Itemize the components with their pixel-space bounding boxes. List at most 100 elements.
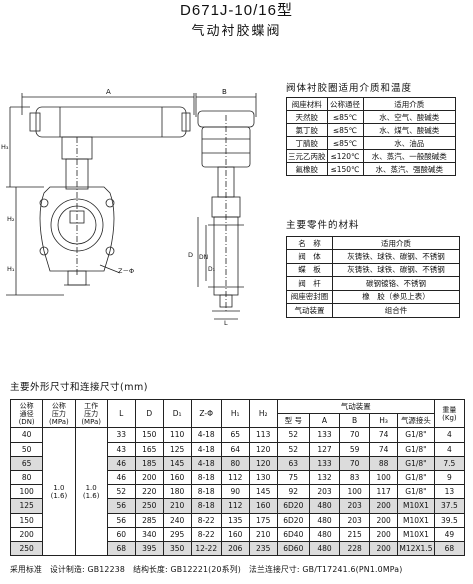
table-cell: ≤85℃ <box>326 110 364 124</box>
table-cell: 气动装置 <box>286 303 333 318</box>
title-block: D671J-10/16型 气动衬胶蝶阀 <box>0 2 473 41</box>
pressure-value: 1.0 <box>85 483 97 492</box>
table-cell: 480 <box>308 498 341 514</box>
table-cell: 175 <box>248 512 278 528</box>
table-cell: 203 <box>339 512 371 528</box>
column-header-l: L <box>106 398 136 429</box>
table-cell: 145 <box>248 484 278 500</box>
table-cell: 水、蒸汽、强酸碱类 <box>362 162 456 176</box>
table-cell: 68 <box>433 540 466 557</box>
table-cell: 74 <box>369 427 399 443</box>
table-row: 200 60 340 295 8-22 160 210 6D40 480 215… <box>9 526 466 542</box>
header-line: 通径 <box>19 409 34 418</box>
table-cell: 125 <box>9 498 44 514</box>
table-cell: 阀 杆 <box>286 276 333 291</box>
lining-table-caption: 阀体衬胶圈适用介质和温度 <box>286 83 413 94</box>
table-cell: 68 <box>106 540 136 557</box>
product-model: D671J-10/16型 <box>180 2 293 19</box>
table-cell: M10X1 <box>397 512 435 528</box>
table-cell: 110 <box>162 427 192 443</box>
table-cell: 52 <box>106 484 136 500</box>
table-cell: 210 <box>162 498 192 514</box>
table-cell: 46 <box>106 469 136 486</box>
table-cell: 13 <box>433 484 466 500</box>
table-cell: 52 <box>276 427 310 443</box>
table-cell: 220 <box>134 484 164 500</box>
table-row: 80 46 200 160 8-18 112 130 75 132 83 100… <box>9 469 466 486</box>
table-cell: 180 <box>162 484 192 500</box>
table-row: 气动装置 组合件 <box>286 303 460 318</box>
table-cell: 49 <box>433 526 466 542</box>
table-cell: 135 <box>220 512 250 528</box>
header-line: (MPa) <box>81 417 102 426</box>
table-cell: 4 <box>433 441 466 457</box>
table-cell: 碳钢镀铬、不锈钢 <box>332 276 460 291</box>
table-row: 阀 体 灰铸铁、球铁、碳钢、不锈钢 <box>286 249 460 264</box>
table-cell: 145 <box>162 455 192 471</box>
table-cell: M10X1 <box>397 498 435 514</box>
column-header: 公称通径 <box>326 97 364 111</box>
table-cell: 43 <box>106 441 136 457</box>
dim-label-dn: DN <box>199 254 208 261</box>
header-line: 压力 <box>84 409 99 418</box>
pressure-value: (1.6) <box>50 491 68 500</box>
table-cell: 133 <box>308 427 341 443</box>
table-cell: 210 <box>248 526 278 542</box>
table-cell: 92 <box>276 484 310 500</box>
table-cell: 64 <box>220 441 250 457</box>
table-cell: 200 <box>369 498 399 514</box>
table-cell: 8-18 <box>190 498 222 514</box>
table-cell: 83 <box>339 469 371 486</box>
table-row: 250 68 395 350 12-22 206 235 6D60 480 22… <box>9 540 466 557</box>
table-cell: 4-18 <box>190 441 222 457</box>
table-row: 40 1.0 (1.6) 1.0 (1.6) 33 150 110 4-18 6… <box>9 427 466 557</box>
table-cell: 100 <box>9 484 44 500</box>
table-cell: 150 <box>134 427 164 443</box>
column-header-h2: H₂ <box>248 398 278 429</box>
table-cell: G1/8" <box>397 441 435 457</box>
table-cell: 氯丁胶 <box>286 123 328 137</box>
table-cell: 70 <box>339 427 371 443</box>
table-cell: 133 <box>308 455 341 471</box>
table-cell: 组合件 <box>332 303 460 318</box>
table-row: 天然胶 ≤85℃ 水、空气、酸碱类 <box>286 110 456 124</box>
table-cell: 480 <box>308 512 341 528</box>
table-cell: 200 <box>369 512 399 528</box>
table-cell: 6D20 <box>276 498 310 514</box>
column-header-dn: 公称 通径 (DN) <box>9 398 44 429</box>
table-cell: 200 <box>369 526 399 542</box>
header-line: 重量 <box>442 405 457 414</box>
table-header-row: 阀座材料 公称通径 适用介质 <box>286 97 456 111</box>
standards-footer: 采用标准 设计制造: GB12238 结构长度: GB12221(20系列) 法… <box>10 565 403 574</box>
table-cell: 285 <box>134 512 164 528</box>
column-header-model: 型 号 <box>276 413 310 429</box>
table-cell: 40 <box>9 427 44 443</box>
table-cell: ≤85℃ <box>326 123 364 137</box>
table-cell: 8-18 <box>190 469 222 486</box>
header-line: (Kg) <box>442 413 457 422</box>
table-row: 氟橡胶 ≤150℃ 水、蒸汽、强酸碱类 <box>286 162 456 176</box>
column-header: 阀座材料 <box>286 97 328 111</box>
table-cell: 丁腈胶 <box>286 136 328 150</box>
dimension-table: 公称 通径 (DN) 公称 压力 (MPa) 工作 压力 (MPa) L D D… <box>9 398 466 557</box>
table-cell: 480 <box>308 540 341 557</box>
table-cell: ≤150℃ <box>326 162 364 176</box>
column-header-h3: H₃ <box>369 413 399 429</box>
table-cell: 200 <box>9 526 44 542</box>
dim-label-d1: D₁ <box>208 266 216 273</box>
table-cell: 165 <box>134 441 164 457</box>
table-cell: 340 <box>134 526 164 542</box>
pressure-value: (1.6) <box>82 491 100 500</box>
table-cell: 250 <box>134 498 164 514</box>
table-cell: 120 <box>248 441 278 457</box>
table-cell: 65 <box>9 455 44 471</box>
table-header-row: 名 称 适用介质 <box>286 236 460 250</box>
table-cell: 112 <box>220 498 250 514</box>
table-cell: 46 <box>106 455 136 471</box>
table-cell: 75 <box>276 469 310 486</box>
table-cell: 52 <box>276 441 310 457</box>
table-cell: 6D20 <box>276 512 310 528</box>
table-cell: 4-18 <box>190 455 222 471</box>
nominal-pressure-cell: 1.0 (1.6) <box>42 427 76 557</box>
table-cell: 100 <box>369 469 399 486</box>
